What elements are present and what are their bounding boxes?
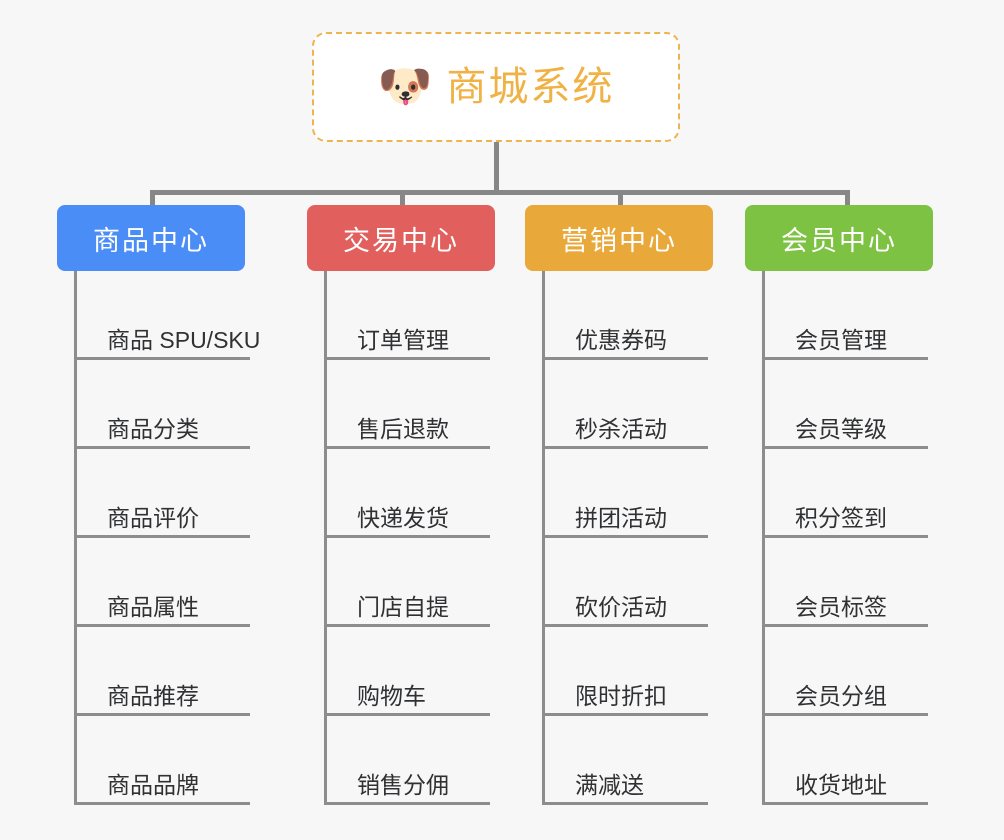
leaf-item[interactable]: 会员管理 xyxy=(762,271,928,360)
branch-marketing-center: 营销中心 优惠券码 秒杀活动 拼团活动 砍价活动 限时折扣 满减送 xyxy=(525,205,713,805)
leaf-label: 收货地址 xyxy=(795,771,887,798)
leaf-item[interactable]: 商品 SPU/SKU xyxy=(74,271,260,360)
branch-header-product-center[interactable]: 商品中心 xyxy=(57,205,245,271)
leaf-item[interactable]: 收货地址 xyxy=(762,716,928,805)
trunk-line-product-center xyxy=(74,271,77,805)
leaf-item[interactable]: 优惠券码 xyxy=(542,271,708,360)
connector-drop-product-center xyxy=(150,190,155,210)
leaf-item[interactable]: 积分签到 xyxy=(762,449,928,538)
connector-drop-member-center xyxy=(845,190,850,210)
leaf-item[interactable]: 拼团活动 xyxy=(542,449,708,538)
leaf-label: 会员管理 xyxy=(795,326,887,353)
leaf-label: 购物车 xyxy=(357,682,426,709)
leaf-list-product-center: 商品 SPU/SKU 商品分类 商品评价 商品属性 商品推荐 商品品牌 xyxy=(74,271,260,805)
leaf-label: 会员标签 xyxy=(795,593,887,620)
leaf-label: 秒杀活动 xyxy=(575,415,667,442)
leaf-label: 商品 SPU/SKU xyxy=(107,326,261,353)
leaf-label: 满减送 xyxy=(575,771,644,798)
connector-drop-trade-center xyxy=(400,190,405,210)
branch-trade-center: 交易中心 订单管理 售后退款 快递发货 门店自提 购物车 销售分佣 xyxy=(307,205,495,805)
trunk-line-trade-center xyxy=(324,271,327,805)
leaf-item[interactable]: 满减送 xyxy=(542,716,708,805)
leaf-list-trade-center: 订单管理 售后退款 快递发货 门店自提 购物车 销售分佣 xyxy=(324,271,495,805)
branch-header-label: 营销中心 xyxy=(561,225,677,256)
leaf-label: 商品评价 xyxy=(107,504,199,531)
leaf-label: 商品推荐 xyxy=(107,682,199,709)
root-node-shop-system[interactable]: 🐶 商城系统 xyxy=(312,32,680,142)
leaf-item[interactable]: 商品属性 xyxy=(74,538,250,627)
leaf-label: 限时折扣 xyxy=(575,682,667,709)
leaf-item[interactable]: 门店自提 xyxy=(324,538,490,627)
branch-header-label: 会员中心 xyxy=(781,225,897,256)
leaf-label: 砍价活动 xyxy=(575,593,667,620)
leaf-item[interactable]: 商品推荐 xyxy=(74,627,250,716)
leaf-label: 优惠券码 xyxy=(575,326,667,353)
leaf-list-marketing-center: 优惠券码 秒杀活动 拼团活动 砍价活动 限时折扣 满减送 xyxy=(542,271,713,805)
connector-root-stem xyxy=(494,142,499,194)
leaf-item[interactable]: 会员等级 xyxy=(762,360,928,449)
leaf-item[interactable]: 售后退款 xyxy=(324,360,490,449)
shiba-dog-face-icon: 🐶 xyxy=(377,62,433,111)
trunk-line-marketing-center xyxy=(542,271,545,805)
leaf-label: 售后退款 xyxy=(357,415,449,442)
branch-header-member-center[interactable]: 会员中心 xyxy=(745,205,933,271)
branch-header-marketing-center[interactable]: 营销中心 xyxy=(525,205,713,271)
leaf-item[interactable]: 会员分组 xyxy=(762,627,928,716)
connector-drop-marketing-center xyxy=(618,190,623,210)
leaf-item[interactable]: 商品品牌 xyxy=(74,716,250,805)
leaf-label: 商品属性 xyxy=(107,593,199,620)
connector-horizontal-bus xyxy=(150,190,850,195)
leaf-item[interactable]: 秒杀活动 xyxy=(542,360,708,449)
branch-member-center: 会员中心 会员管理 会员等级 积分签到 会员标签 会员分组 收货地址 xyxy=(745,205,933,805)
leaf-item[interactable]: 销售分佣 xyxy=(324,716,490,805)
leaf-item[interactable]: 快递发货 xyxy=(324,449,490,538)
leaf-label: 门店自提 xyxy=(357,593,449,620)
leaf-list-member-center: 会员管理 会员等级 积分签到 会员标签 会员分组 收货地址 xyxy=(762,271,933,805)
leaf-item[interactable]: 购物车 xyxy=(324,627,490,716)
leaf-label: 快递发货 xyxy=(357,504,449,531)
leaf-label: 销售分佣 xyxy=(357,771,449,798)
leaf-label: 积分签到 xyxy=(795,504,887,531)
branch-header-trade-center[interactable]: 交易中心 xyxy=(307,205,495,271)
leaf-label: 订单管理 xyxy=(357,326,449,353)
leaf-item[interactable]: 商品分类 xyxy=(74,360,250,449)
leaf-item[interactable]: 会员标签 xyxy=(762,538,928,627)
leaf-label: 会员分组 xyxy=(795,682,887,709)
branch-header-label: 商品中心 xyxy=(93,225,209,256)
leaf-label: 会员等级 xyxy=(795,415,887,442)
trunk-line-member-center xyxy=(762,271,765,805)
leaf-item[interactable]: 订单管理 xyxy=(324,271,490,360)
branch-product-center: 商品中心 商品 SPU/SKU 商品分类 商品评价 商品属性 商品推荐 商品品牌 xyxy=(57,205,260,805)
leaf-item[interactable]: 限时折扣 xyxy=(542,627,708,716)
leaf-label: 拼团活动 xyxy=(575,504,667,531)
branch-header-label: 交易中心 xyxy=(343,225,459,256)
leaf-item[interactable]: 商品评价 xyxy=(74,449,250,538)
leaf-label: 商品分类 xyxy=(107,415,199,442)
leaf-item[interactable]: 砍价活动 xyxy=(542,538,708,627)
root-node-title: 商城系统 xyxy=(446,65,615,109)
leaf-label: 商品品牌 xyxy=(107,771,199,798)
